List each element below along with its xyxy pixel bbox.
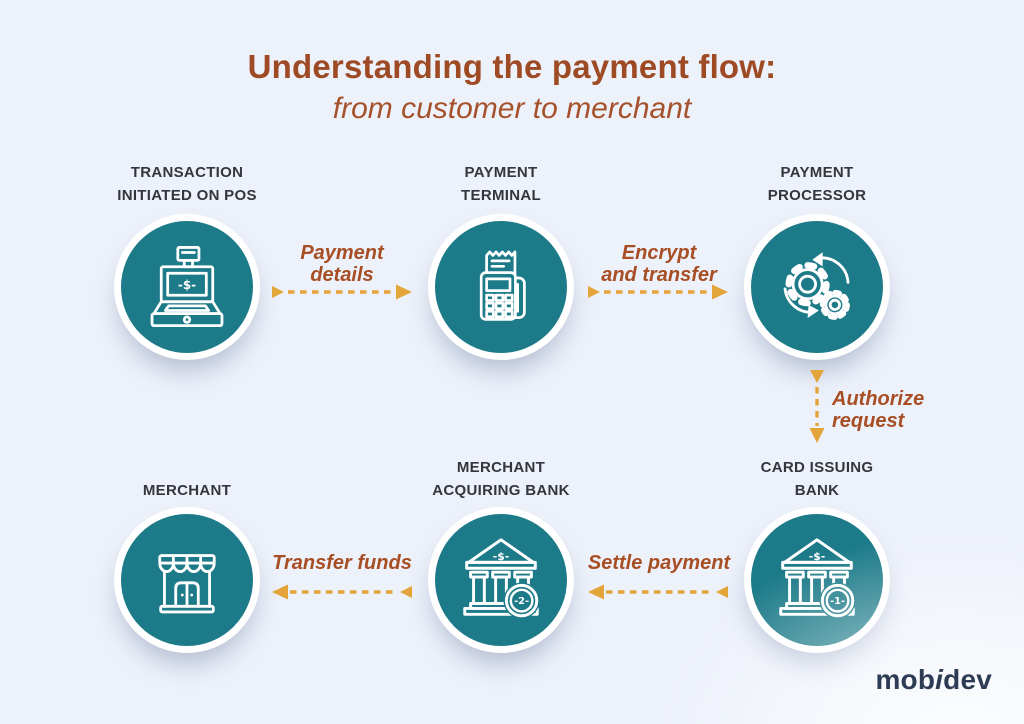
arrow-terminal-to-processor — [588, 284, 728, 300]
coin-number-text: -1- — [830, 596, 845, 607]
node-label-merchant: MERCHANT — [77, 479, 297, 502]
flow-label-settle-payment: Settle payment — [569, 552, 749, 574]
node-transaction-pos: -$- — [114, 214, 260, 360]
node-issuing-bank: -$- -1- — [744, 507, 890, 653]
flow-label-line: and transfer — [601, 264, 717, 286]
page-title: Understanding the payment flow: — [247, 48, 777, 85]
pos-screen-dollar-text: -$- — [178, 278, 196, 292]
storefront-icon — [158, 554, 216, 614]
logo-text-part: mob — [875, 664, 936, 695]
flow-label-transfer-funds: Transfer funds — [262, 552, 422, 574]
flow-label-line: Authorize — [832, 388, 925, 410]
processing-gears-icon — [783, 252, 850, 320]
flow-label-line: Encrypt — [621, 242, 697, 264]
bank-icon: -$- -2- — [463, 538, 540, 619]
bank-icon: -$- -1- — [779, 538, 856, 619]
logo-text-part: dev — [943, 664, 992, 695]
flow-label-line: Transfer funds — [272, 552, 412, 574]
coin-mask — [503, 582, 540, 619]
arrow-issuing-to-acquiring-bank — [588, 584, 728, 600]
node-label-payment-terminal: PAYMENT TERMINAL — [391, 161, 611, 207]
cash-register-icon: -$- — [150, 246, 224, 328]
node-label-payment-processor: PAYMENT PROCESSOR — [707, 161, 927, 207]
logo-text-part-italic: i — [935, 664, 944, 695]
node-payment-terminal — [428, 214, 574, 360]
node-label-line: PAYMENT — [780, 164, 854, 181]
arrow-acquiring-bank-to-merchant — [272, 584, 412, 600]
node-label-line: ACQUIRING BANK — [432, 482, 570, 499]
flow-label-line: Payment — [300, 242, 384, 264]
door-handle-dot — [190, 593, 194, 597]
node-label-line: MERCHANT — [142, 482, 232, 499]
arrow-processor-to-issuing-bank — [809, 370, 825, 443]
node-label-line: PAYMENT — [464, 164, 538, 181]
flow-label-line: Settle payment — [587, 552, 731, 574]
node-label-line: BANK — [794, 482, 840, 499]
arrow-pos-to-terminal — [272, 284, 412, 300]
payment-terminal-icon — [479, 250, 526, 321]
node-label-line: PROCESSOR — [767, 187, 867, 204]
node-label-line: CARD ISSUING — [760, 459, 874, 476]
door-handle-dot — [180, 593, 184, 597]
node-label-line: INITIATED ON POS — [117, 187, 257, 204]
node-label-line: TERMINAL — [461, 187, 541, 204]
bank-pediment-dollar-text: -$- — [493, 550, 509, 563]
flow-label-payment-details: Payment details — [262, 242, 422, 286]
coin-number-text: -2- — [514, 596, 529, 607]
flow-label-line: request — [832, 410, 905, 432]
node-merchant — [114, 507, 260, 653]
flow-label-authorize-request: Authorize request — [832, 388, 962, 432]
flow-label-encrypt-and-transfer: Encrypt and transfer — [569, 242, 749, 286]
node-label-issuing-bank: CARD ISSUING BANK — [707, 456, 927, 502]
mobidev-logo: mobidev — [875, 664, 992, 696]
node-label-line: TRANSACTION — [130, 164, 244, 181]
page-subtitle: from customer to merchant — [332, 92, 692, 125]
ccw-arrow-head-top — [812, 252, 823, 267]
node-label-line: MERCHANT — [456, 459, 546, 476]
node-acquiring-bank: -$- -2- — [428, 507, 574, 653]
node-label-transaction-pos: TRANSACTION INITIATED ON POS — [77, 161, 297, 207]
flow-label-line: details — [310, 264, 374, 286]
ccw-arrow-head-bottom — [807, 304, 819, 319]
bank-pediment-dollar-text: -$- — [809, 550, 825, 563]
node-payment-processor — [744, 214, 890, 360]
node-label-acquiring-bank: MERCHANT ACQUIRING BANK — [391, 456, 611, 502]
